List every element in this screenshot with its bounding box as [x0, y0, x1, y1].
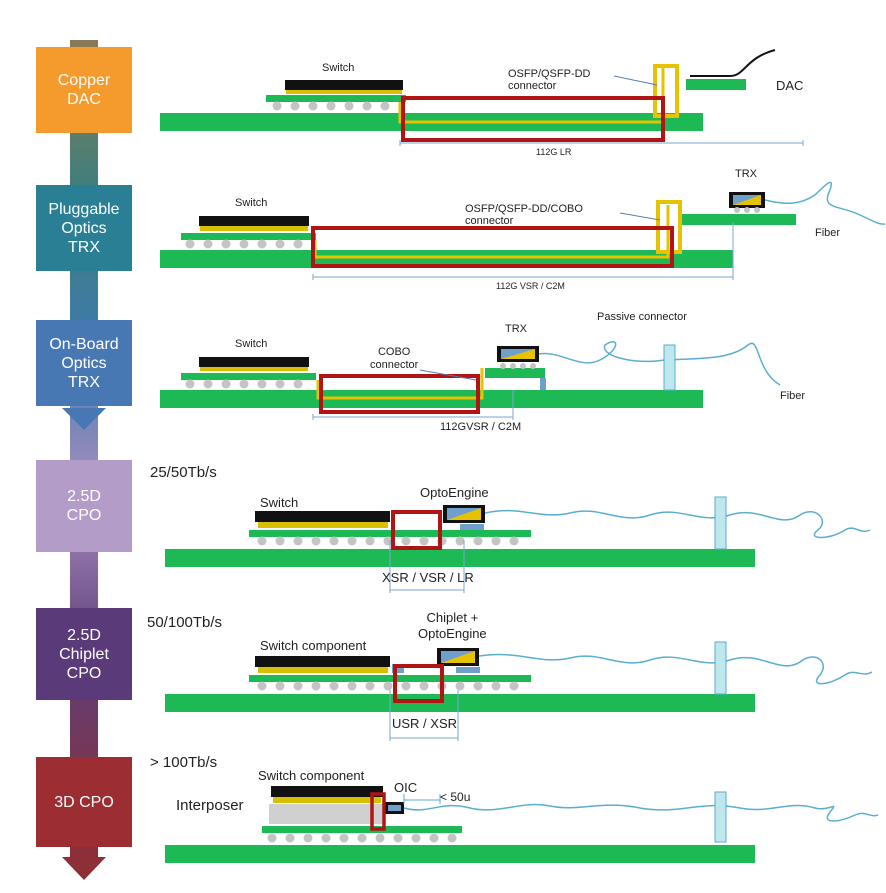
passive-connector	[663, 344, 676, 391]
solder-bumps	[286, 88, 402, 94]
highlight-box	[401, 96, 665, 142]
label-engine: Chiplet + OptoEngine	[418, 610, 487, 641]
trx-module-board	[485, 368, 545, 378]
bga-balls	[257, 681, 519, 691]
label-dimension: XSR / VSR / LR	[382, 570, 474, 585]
dac-module-board	[686, 79, 746, 90]
label-rate: > 100Tb/s	[150, 754, 218, 771]
fiber-cable	[478, 653, 873, 685]
switch-chip	[199, 216, 309, 226]
row-copper-dac	[160, 49, 804, 146]
label-dimension: USR / XSR	[392, 716, 458, 731]
label-connector: OSFP/QSFP-DD/COBO connector	[465, 203, 583, 227]
passive-connector	[714, 496, 727, 550]
pcb-board	[165, 845, 755, 863]
label-module: TRX	[735, 168, 757, 180]
stage-box-on-board-optics: On-Board Optics TRX	[36, 320, 132, 406]
highlight-box	[391, 510, 442, 550]
row-chiplet-cpo	[165, 641, 873, 741]
passive-connector	[714, 791, 727, 843]
fiber-cable	[484, 509, 871, 539]
label-module: TRX	[505, 323, 527, 335]
package-substrate	[249, 530, 531, 537]
stage-box-3d-cpo: 3D CPO	[36, 757, 132, 847]
package-substrate	[181, 373, 316, 380]
stage-box-25d-cpo: 2.5D CPO	[36, 460, 132, 552]
pcb-board	[160, 250, 733, 268]
label-dimension: 112GVSR / C2M	[440, 421, 522, 433]
highlight-box	[370, 792, 386, 831]
fiber-cable	[538, 340, 781, 386]
pcb-board	[165, 549, 755, 567]
stage-box-pluggable-optics: Pluggable Optics TRX	[36, 185, 132, 271]
label-dimension: 112G LR	[536, 147, 572, 157]
switch-chip	[271, 786, 383, 797]
switch-chip	[255, 511, 390, 522]
label-switch: Switch component	[260, 638, 367, 653]
switch-chip	[285, 80, 403, 90]
interposer	[269, 804, 384, 824]
fiber-cable	[403, 803, 879, 822]
trx-module-board	[682, 214, 796, 225]
stage-box-copper-dac: Copper DAC	[36, 47, 132, 133]
label-switch: Switch	[322, 62, 355, 74]
label-media: Fiber	[815, 227, 841, 239]
bga-balls	[185, 239, 303, 249]
dac-cable	[690, 49, 776, 77]
label-gap: < 50u	[440, 790, 471, 804]
switch-chip	[199, 357, 309, 367]
solder-bumps	[200, 225, 308, 231]
label-oic: OIC	[394, 780, 418, 795]
label-switch: Switch	[260, 495, 299, 510]
pcb-trace	[398, 68, 665, 124]
row-3d-cpo	[165, 786, 879, 863]
label-dimension: 112G VSR / C2M	[496, 281, 565, 291]
highlight-box	[319, 374, 480, 414]
label-switch: Switch	[235, 197, 268, 209]
label-switch: Switch	[235, 338, 268, 350]
bga-balls	[185, 379, 303, 389]
highlight-box	[393, 664, 444, 703]
stage-box-chiplet-cpo: 2.5D Chiplet CPO	[36, 608, 132, 700]
highlight-box	[311, 226, 674, 268]
connector-shape	[653, 64, 679, 118]
switch-chip	[255, 656, 390, 667]
passive-connector	[714, 641, 727, 695]
pcb-board	[165, 694, 755, 712]
bga-balls	[272, 101, 390, 111]
label-connector: OSFP/QSFP-DD connector	[508, 68, 591, 92]
pcb-trace	[316, 368, 484, 400]
package-substrate	[266, 95, 406, 102]
solder-bumps	[258, 522, 388, 528]
label-engine: OptoEngine	[420, 485, 489, 500]
solder-bumps	[200, 365, 308, 371]
solder-bumps	[258, 667, 388, 673]
label-connector: COBO connector	[370, 346, 419, 371]
label-media: Fiber	[780, 390, 806, 402]
bga-balls	[267, 833, 457, 843]
label-passive-connector: Passive connector	[597, 311, 687, 323]
label-rate: 50/100Tb/s	[147, 614, 223, 631]
label-interposer: Interposer	[176, 797, 244, 814]
label-cable: DAC	[776, 78, 804, 93]
fiber-cable	[764, 181, 886, 225]
row-on-board-optics	[160, 340, 781, 420]
package-substrate	[249, 675, 531, 682]
label-switch: Switch component	[258, 768, 365, 783]
label-rate: 25/50Tb/s	[150, 464, 217, 481]
package-substrate	[262, 826, 462, 833]
row-25d-cpo	[165, 496, 871, 593]
solder-bumps	[273, 797, 381, 803]
bga-balls	[257, 536, 519, 546]
package-substrate	[181, 233, 316, 240]
row-pluggable-optics	[160, 181, 886, 280]
